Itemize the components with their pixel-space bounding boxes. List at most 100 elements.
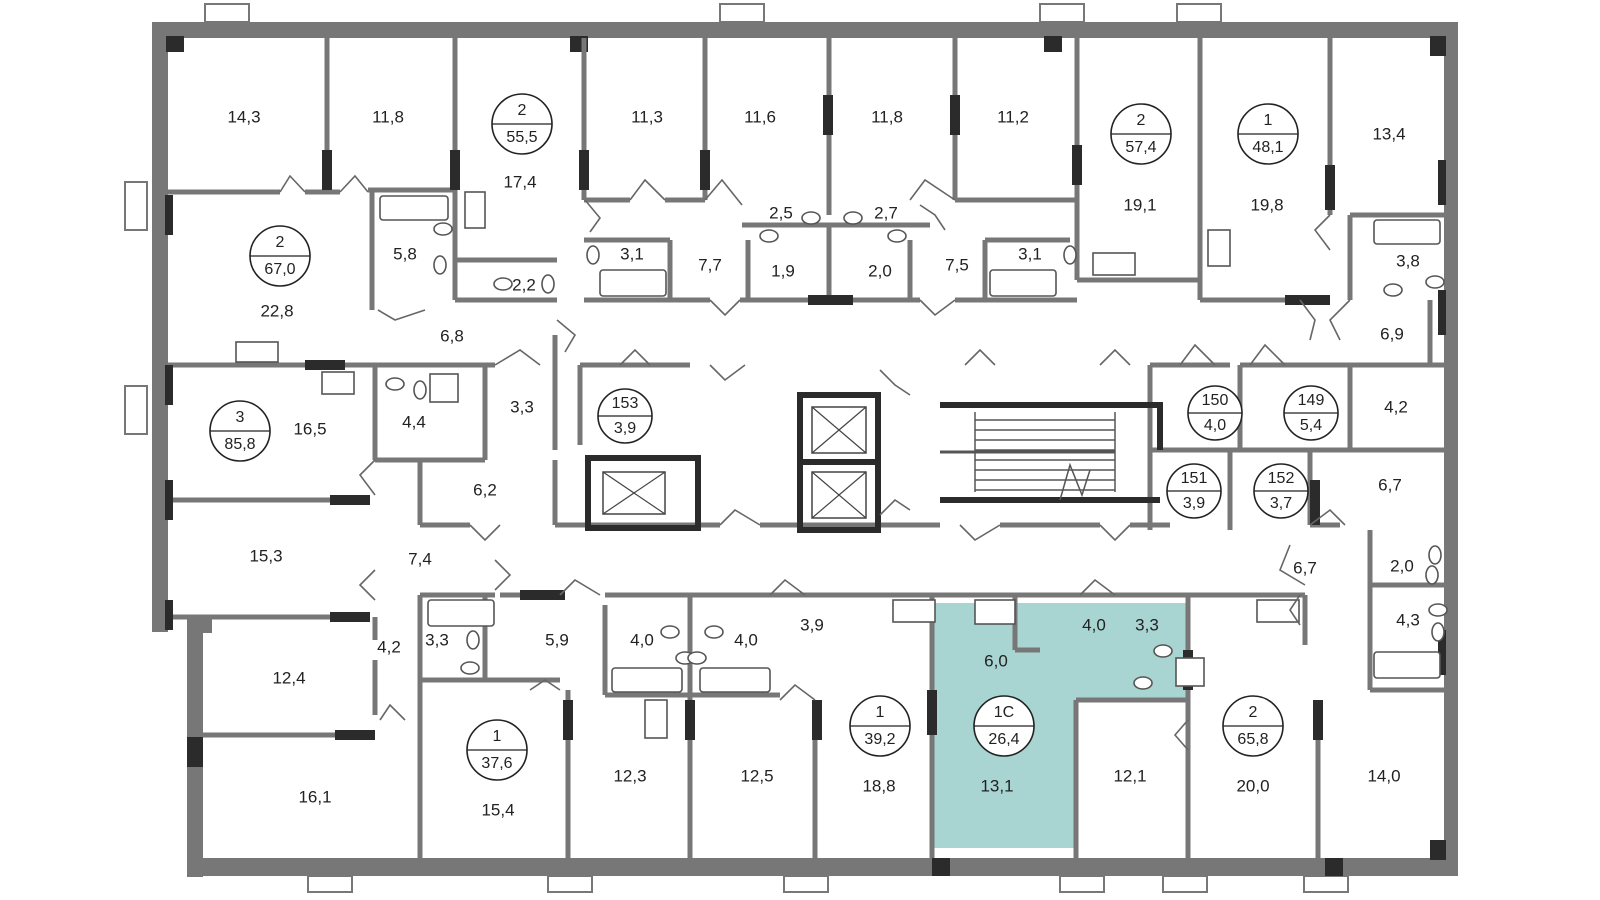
svg-text:1: 1 (493, 728, 502, 745)
room-area-29: 6,2 (473, 480, 497, 499)
svg-text:26,4: 26,4 (988, 731, 1019, 748)
room-area-13: 2,2 (512, 275, 536, 294)
room-area-54: 14,0 (1367, 766, 1400, 785)
room-area-19: 2,0 (868, 261, 892, 280)
storage-badges: 153 3,9 150 4,0 149 5,4 151 3,9 152 3,7 (597, 385, 1339, 519)
svg-text:151: 151 (1181, 470, 1208, 487)
svg-text:3: 3 (236, 409, 245, 426)
room-area-35: 4,2 (377, 637, 401, 656)
room-area-5: 11,8 (871, 107, 903, 126)
room-area-25: 16,5 (293, 419, 326, 438)
room-area-32: 7,4 (408, 549, 432, 568)
svg-text:149: 149 (1298, 392, 1325, 409)
svg-text:150: 150 (1202, 392, 1229, 409)
svg-text:48,1: 48,1 (1252, 139, 1283, 156)
room-area-46: 16,1 (298, 787, 331, 806)
room-area-42: 4,0 (1082, 615, 1106, 634)
apartment-badges: 2 55,5 2 57,4 1 48,1 2 67,0 3 85,8 1 37,… (209, 93, 1299, 781)
room-area-40: 3,9 (800, 615, 824, 634)
svg-text:85,8: 85,8 (224, 436, 255, 453)
room-area-26: 4,4 (402, 412, 426, 431)
apartment-badge[interactable]: 2 57,4 (1110, 103, 1172, 165)
room-area-28: 4,2 (1384, 397, 1408, 416)
room-area-16: 2,5 (769, 203, 793, 222)
svg-text:1: 1 (876, 704, 885, 721)
room-area-24: 6,9 (1380, 324, 1404, 343)
storage-badge[interactable]: 149 5,4 (1283, 385, 1339, 441)
room-area-4: 11,6 (744, 107, 776, 126)
apartment-badge[interactable]: 2 65,8 (1222, 695, 1284, 757)
room-area-20: 7,5 (945, 255, 969, 274)
room-area-38: 4,0 (630, 630, 654, 649)
apartment-badge[interactable]: 3 85,8 (209, 400, 271, 462)
room-area-18: 2,7 (874, 203, 898, 222)
apartment-badge[interactable]: 1 39,2 (849, 695, 911, 757)
room-area-31: 15,3 (249, 546, 282, 565)
svg-text:37,6: 37,6 (481, 755, 512, 772)
room-area-39: 4,0 (734, 630, 758, 649)
room-area-49: 12,5 (740, 766, 773, 785)
highlighted-apartment-badge[interactable]: 1С 26,4 (973, 695, 1035, 757)
svg-text:55,5: 55,5 (506, 129, 537, 146)
svg-text:57,4: 57,4 (1125, 139, 1156, 156)
room-area-10: 19,8 (1250, 195, 1283, 214)
sanitary-fixtures (235, 191, 1448, 739)
room-area-6: 11,2 (997, 107, 1029, 126)
svg-text:39,2: 39,2 (864, 731, 895, 748)
room-area-2: 11,8 (372, 107, 404, 126)
elevator-shafts (585, 392, 881, 533)
apartment-badge[interactable]: 2 55,5 (491, 93, 553, 155)
svg-text:5,4: 5,4 (1300, 417, 1322, 434)
svg-text:2: 2 (276, 234, 285, 251)
windows (124, 3, 1349, 893)
room-area-21: 3,1 (1018, 244, 1042, 263)
room-area-36: 3,3 (425, 630, 449, 649)
structural-columns (165, 95, 1446, 740)
svg-text:4,0: 4,0 (1204, 417, 1226, 434)
room-area-17: 1,9 (771, 261, 795, 280)
svg-text:2: 2 (1249, 704, 1258, 721)
staircase (940, 402, 1163, 503)
room-area-12: 5,8 (393, 244, 417, 263)
svg-text:1С: 1С (994, 704, 1014, 721)
room-area-37: 5,9 (545, 630, 569, 649)
room-area-labels: 14,3 11,8 11,3 11,6 11,8 11,2 13,4 17,4 … (227, 107, 1419, 819)
room-area-52: 12,1 (1113, 766, 1146, 785)
room-area-3: 11,3 (631, 107, 663, 126)
room-area-51: 13,1 (980, 776, 1013, 795)
storage-badge[interactable]: 150 4,0 (1187, 385, 1243, 441)
room-area-9: 19,1 (1123, 195, 1156, 214)
room-area-15: 7,7 (698, 255, 722, 274)
svg-text:153: 153 (612, 395, 639, 412)
storage-badge[interactable]: 153 3,9 (597, 388, 653, 444)
storage-badge[interactable]: 152 3,7 (1253, 463, 1309, 519)
room-area-33: 6,7 (1293, 558, 1317, 577)
apartment-badge[interactable]: 2 67,0 (249, 225, 311, 287)
storage-badge[interactable]: 151 3,9 (1166, 463, 1222, 519)
room-area-53: 20,0 (1236, 776, 1269, 795)
room-area-45: 12,4 (272, 668, 305, 687)
apartment-badge[interactable]: 1 37,6 (466, 719, 528, 781)
svg-text:65,8: 65,8 (1237, 731, 1268, 748)
room-area-44: 4,3 (1396, 610, 1420, 629)
doors (279, 174, 1351, 751)
svg-text:2: 2 (518, 102, 527, 119)
svg-text:152: 152 (1268, 470, 1295, 487)
room-area-11: 22,8 (260, 301, 293, 320)
svg-text:2: 2 (1137, 112, 1146, 129)
room-area-30: 6,7 (1378, 475, 1402, 494)
room-area-50: 18,8 (862, 776, 895, 795)
highlighted-apartment[interactable] (932, 603, 1188, 848)
svg-text:1: 1 (1264, 112, 1273, 129)
svg-text:3,9: 3,9 (1183, 495, 1205, 512)
room-area-47: 15,4 (481, 800, 514, 819)
room-area-48: 12,3 (613, 766, 646, 785)
room-area-23: 6,8 (440, 326, 464, 345)
apartment-badge[interactable]: 1 48,1 (1237, 103, 1299, 165)
room-area-41: 6,0 (984, 651, 1008, 670)
exterior-walls (152, 22, 1458, 877)
svg-text:3,9: 3,9 (614, 420, 636, 437)
room-area-8: 17,4 (503, 172, 536, 191)
room-area-43: 3,3 (1135, 615, 1159, 634)
